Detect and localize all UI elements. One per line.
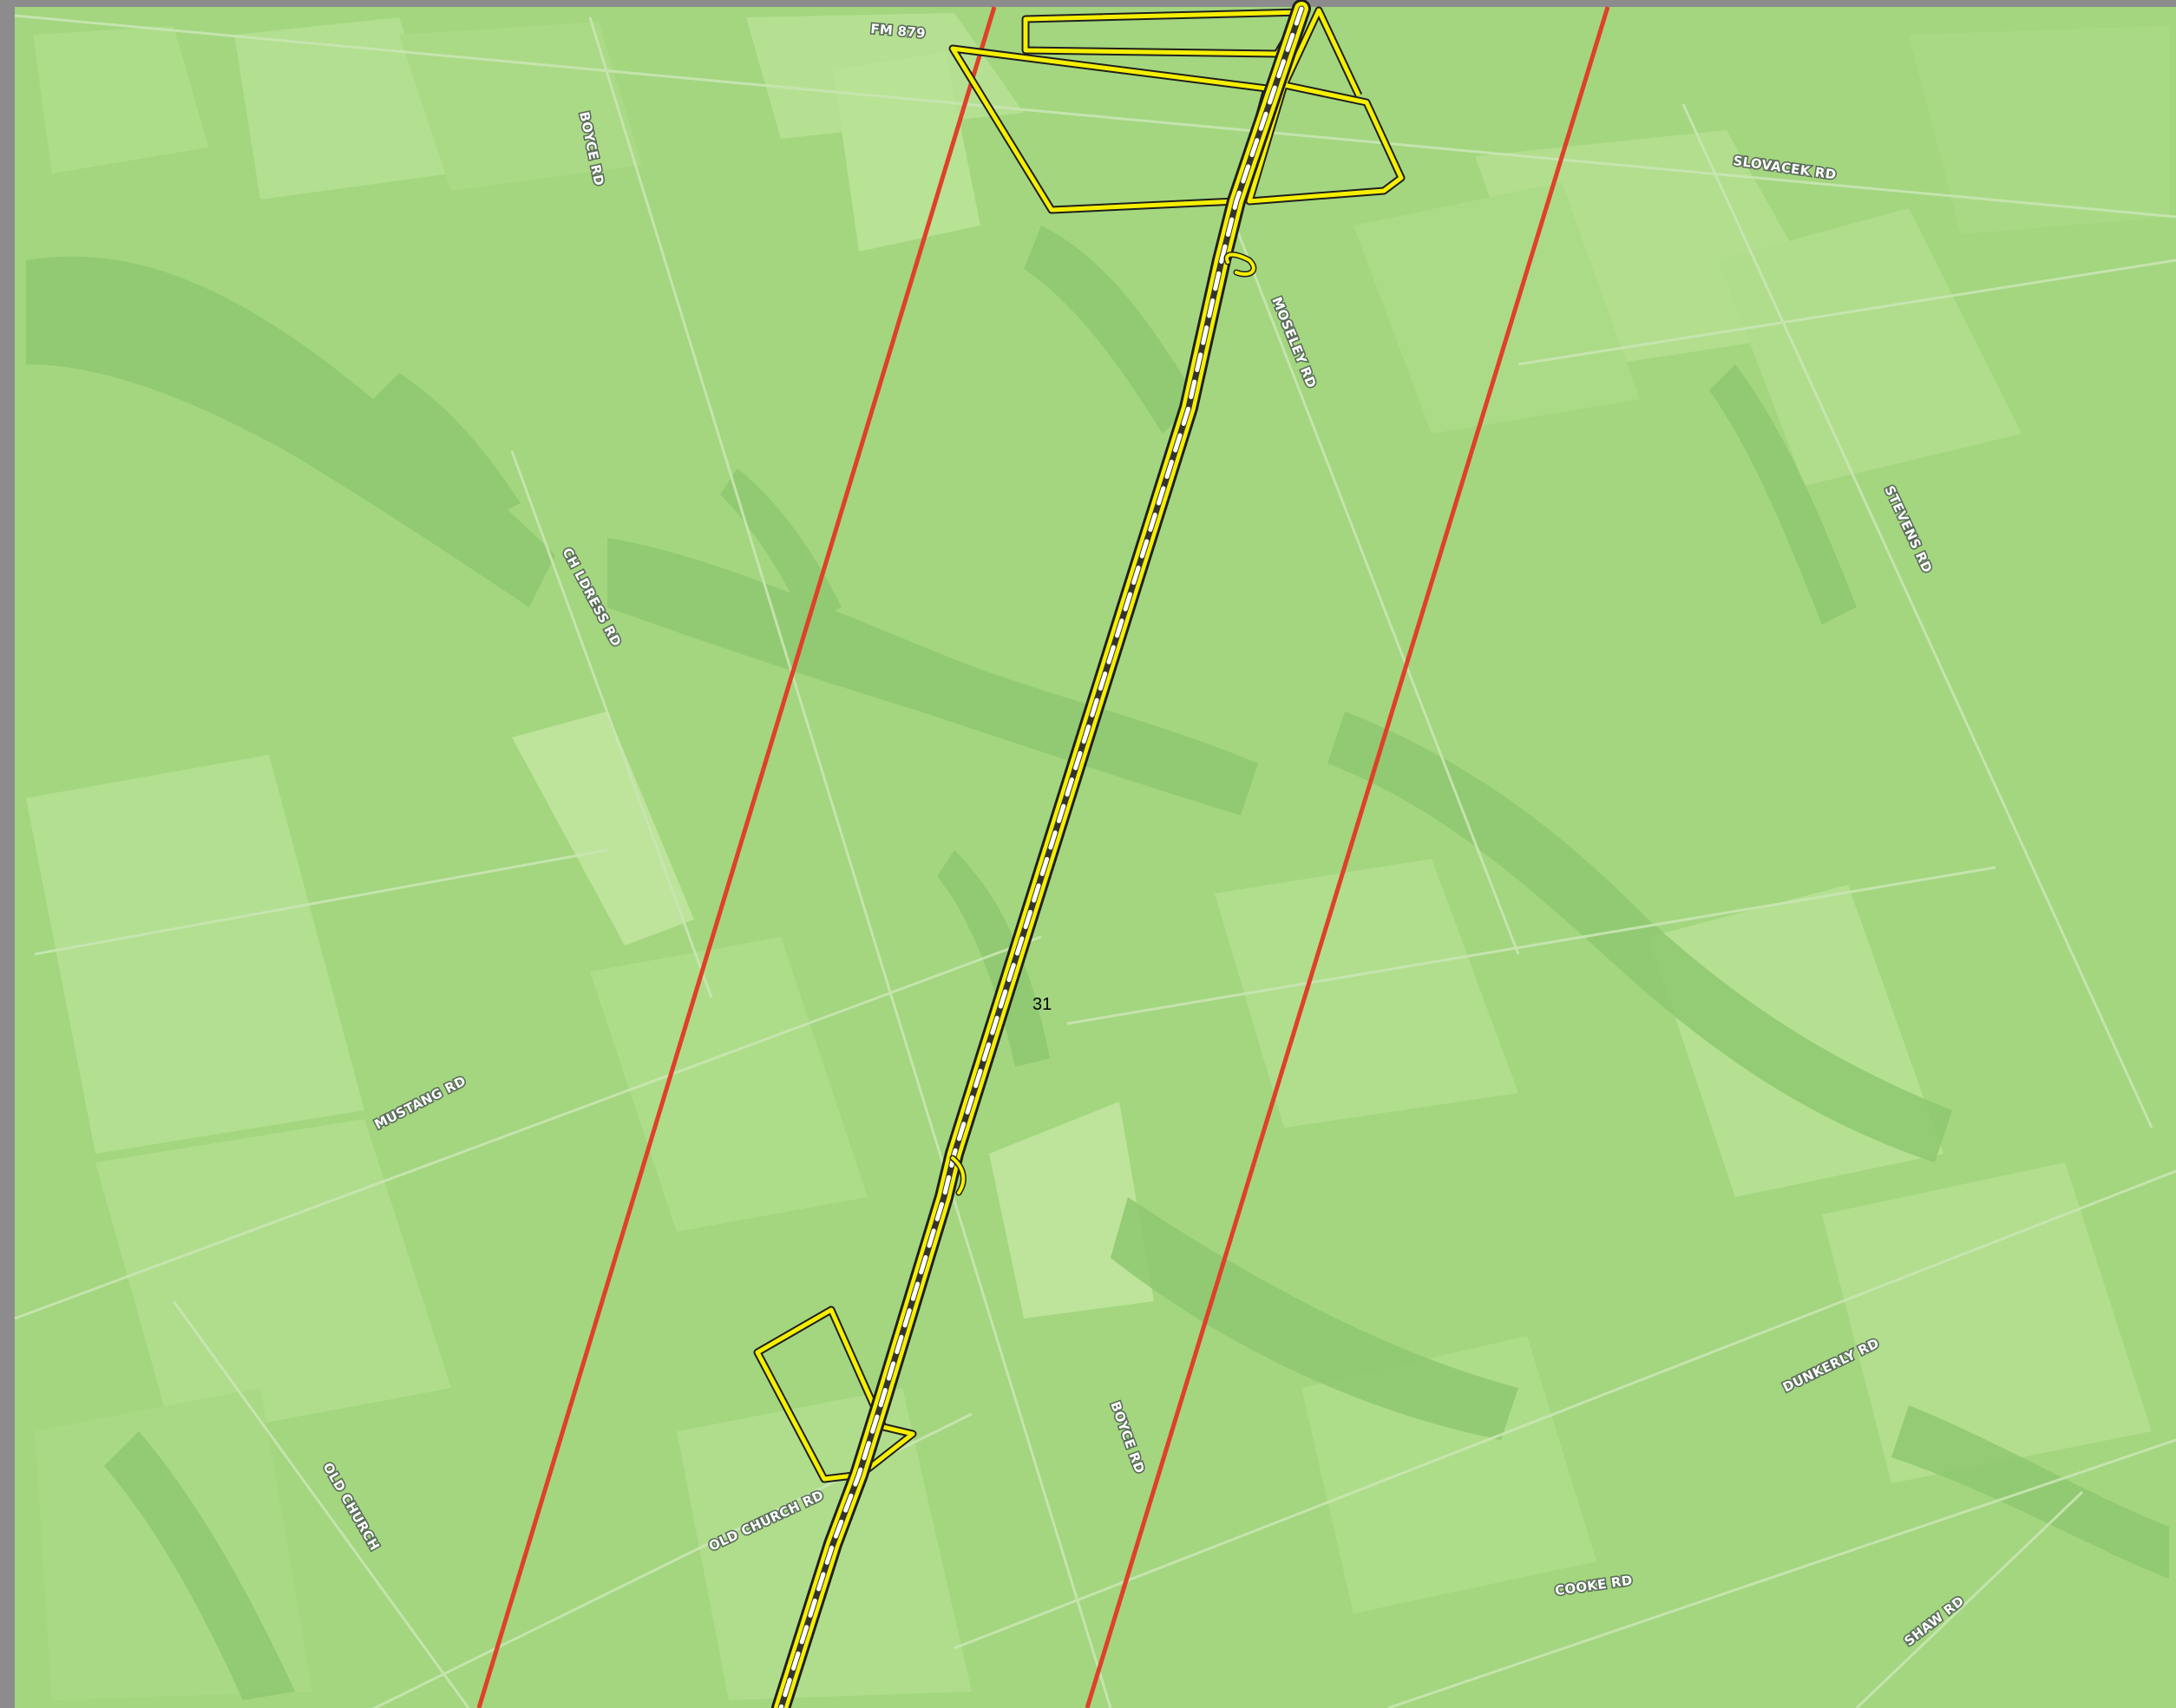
field-track-1 (1517, 258, 2176, 366)
corridor-east-line (1085, 6, 1610, 1708)
field-track-3 (1066, 866, 1996, 1025)
corridor-west-line (476, 6, 997, 1708)
field-track-2 (34, 848, 608, 956)
stevens-rd-road (1681, 103, 2153, 1129)
moseley-rd-road (1230, 216, 1520, 955)
fm879-road (14, 14, 2176, 219)
dunkerly-rd-road (954, 1169, 2176, 1650)
shaw-rd-road (1855, 1490, 2084, 1708)
boyce-rd-north-road (588, 16, 1112, 1708)
childress-rd-road (510, 450, 713, 998)
corridor-boundaries (476, 6, 1610, 1708)
woodland-areas (26, 226, 2169, 1700)
local-roads (14, 14, 2176, 1708)
transmission-route (771, 0, 1311, 1708)
field-parcels (26, 13, 2169, 1700)
mustang-rd-road (14, 935, 1042, 1320)
cooke-rd-road (1387, 1438, 2176, 1708)
old-church-road (172, 1300, 470, 1708)
parcel-number-label: 31 (1032, 995, 1052, 1014)
